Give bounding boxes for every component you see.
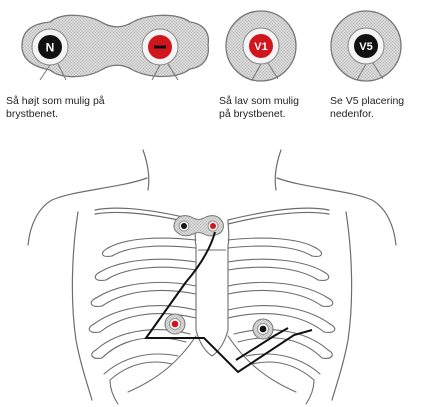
- minus-sign-icon: [154, 46, 166, 49]
- v5-electrode-patch: V5: [331, 11, 401, 81]
- dual-electrode-patch: N: [22, 15, 208, 80]
- ribcage: [89, 238, 335, 404]
- v5-electrode-label: V5: [359, 41, 372, 53]
- v1-electrode-label: V1: [254, 41, 267, 53]
- chest-dual-patch: [174, 216, 223, 236]
- chest-v1-patch: [165, 314, 185, 334]
- caption-sternum-top-line1: Så højt som mulig på: [6, 95, 105, 108]
- caption-v5-line2: nedenfor.: [330, 108, 404, 121]
- chest-v5-patch: [253, 319, 273, 339]
- caption-sternum-top-line2: brystbenet.: [6, 108, 105, 121]
- v1-electrode-patch: V1: [226, 11, 296, 81]
- lead-wires: [146, 232, 312, 372]
- torso-outline: [28, 150, 396, 400]
- caption-sternum-low-line1: Så lav som mulig: [219, 95, 299, 108]
- caption-sternum-top: Så højt som mulig på brystbenet.: [6, 95, 105, 121]
- caption-v5-line1: Se V5 placering: [330, 95, 404, 108]
- caption-v5: Se V5 placering nedenfor.: [330, 95, 404, 121]
- caption-sternum-low: Så lav som mulig på brystbenet.: [219, 95, 299, 121]
- n-electrode-label: N: [46, 41, 55, 55]
- caption-sternum-low-line2: på brystbenet.: [219, 108, 299, 121]
